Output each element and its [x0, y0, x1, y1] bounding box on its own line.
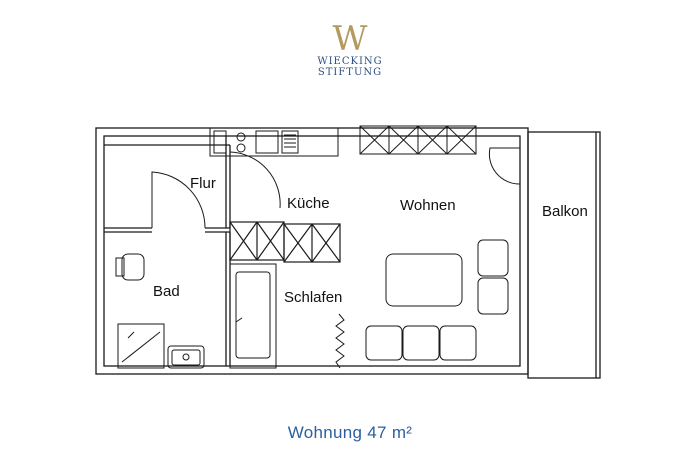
living-cabinet — [359, 125, 477, 155]
room-label-wohnen: Wohnen — [400, 197, 456, 214]
interior-walls — [104, 136, 231, 366]
room-label-flur: Flur — [190, 175, 216, 192]
room-label-bad: Bad — [153, 283, 180, 300]
balcony-door-swing — [488, 147, 521, 185]
room-label-balkon: Balkon — [542, 203, 588, 220]
door-swings — [151, 147, 521, 229]
kitchen-door-swing — [229, 151, 281, 209]
logo-name-line2: STIFTUNG — [317, 67, 383, 78]
logo-mark: W — [332, 19, 368, 59]
balcony-outline — [527, 131, 601, 379]
room-label-schlafen: Schlafen — [284, 289, 342, 306]
logo-name-line1: WIECKING — [317, 56, 383, 67]
bath-fixtures — [115, 253, 205, 369]
living-furniture — [365, 239, 509, 361]
partition-zigzag — [335, 313, 345, 369]
kitchen-counter — [209, 127, 339, 157]
dining-table — [385, 253, 463, 307]
room-label-kueche: Küche — [287, 195, 330, 212]
flur-door-swing — [151, 171, 206, 229]
outer-walls — [95, 127, 601, 379]
bed — [229, 263, 277, 369]
apartment-caption: Wohnung 47 m² — [287, 423, 413, 442]
logo: W WIECKING STIFTUNG — [0, 22, 700, 78]
middle-cabinets — [229, 221, 341, 263]
